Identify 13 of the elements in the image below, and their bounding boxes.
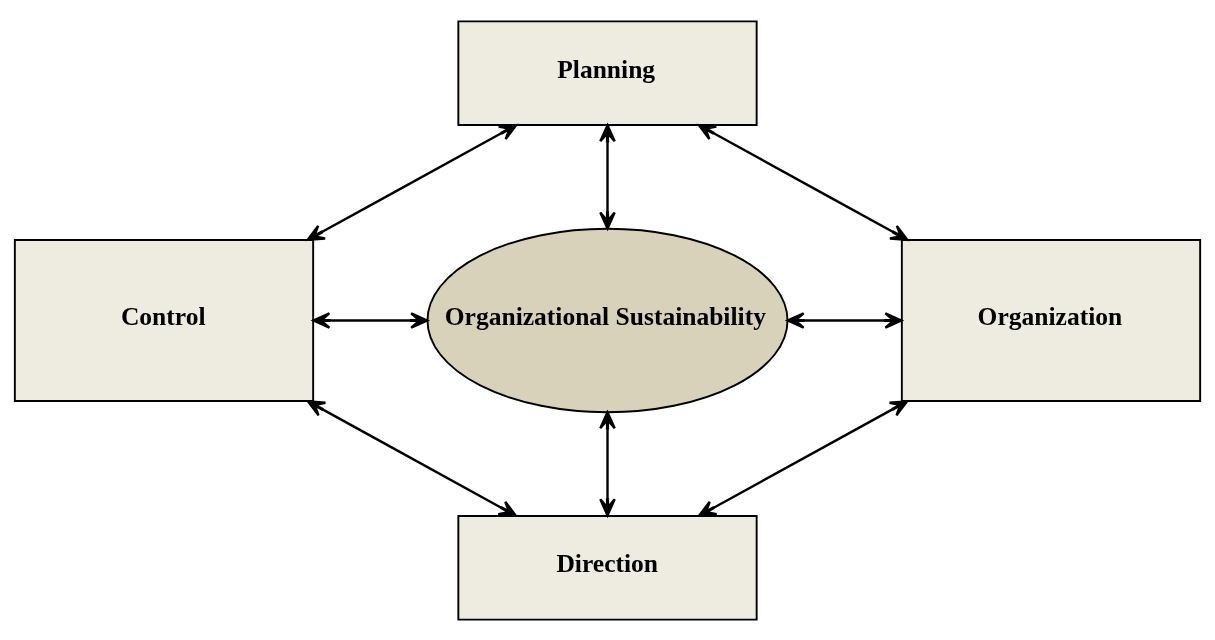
node-ellipse: Organizational Sustainability xyxy=(426,227,789,413)
node-box: Organization xyxy=(900,238,1202,402)
arrow xyxy=(306,123,518,241)
node-box: Direction xyxy=(457,514,758,621)
node-box: Control xyxy=(13,238,315,402)
arrow xyxy=(786,311,903,329)
arrow xyxy=(599,410,616,516)
arrow xyxy=(599,123,616,230)
arrow xyxy=(306,399,517,517)
arrow xyxy=(698,399,909,517)
node-box: Planning xyxy=(457,19,758,126)
arrow xyxy=(312,311,429,329)
arrow xyxy=(697,123,909,241)
